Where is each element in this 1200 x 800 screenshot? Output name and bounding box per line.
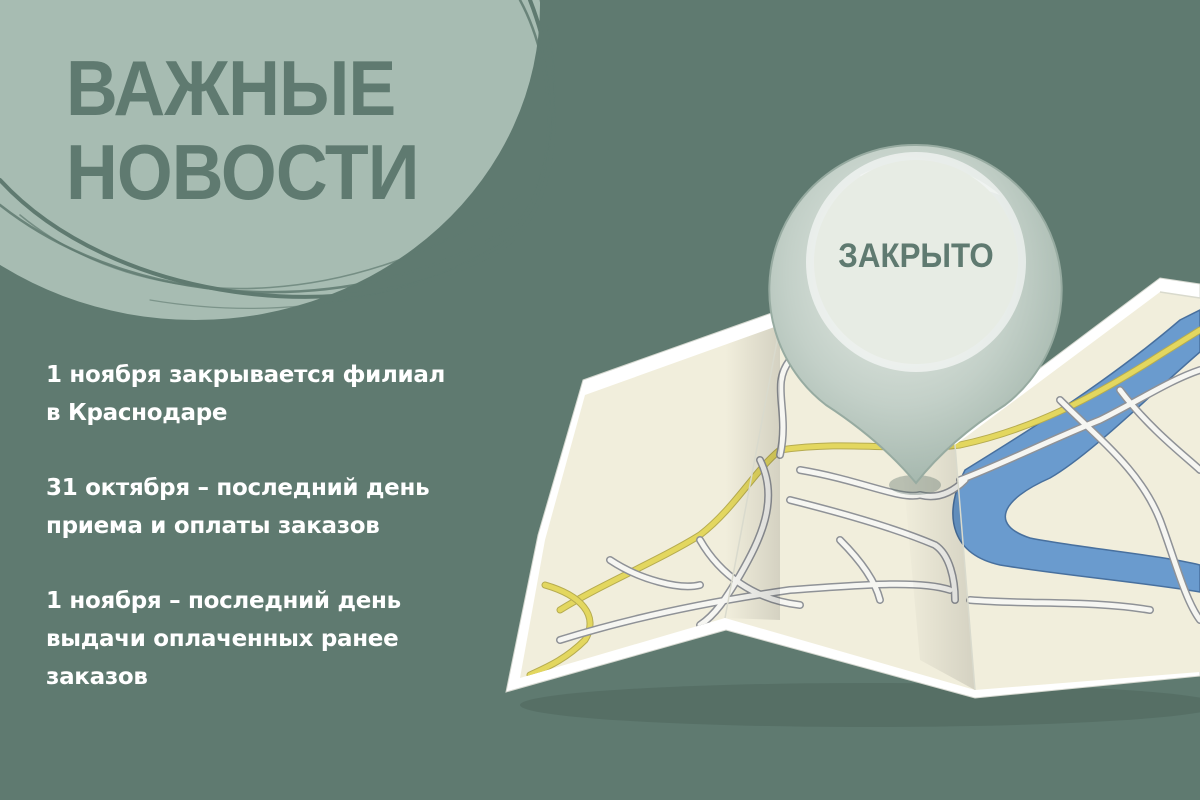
news-item-branch-closing: 1 ноября закрывается филиал в Краснодаре [46, 356, 506, 432]
news-item-text: 1 ноября – последний день [46, 588, 401, 614]
headline: ВАЖНЫЕ НОВОСТИ [66, 46, 419, 214]
headline-line-1: ВАЖНЫЕ [66, 44, 396, 132]
map-content [526, 308, 1200, 690]
headline-line-2: НОВОСТИ [66, 128, 419, 216]
map-river [952, 308, 1200, 593]
news-list: 1 ноября закрывается филиал в Краснодаре… [46, 356, 506, 733]
news-item-last-order-day: 31 октября – последний день приема и опл… [46, 469, 506, 545]
map-fold-lines [724, 291, 1200, 691]
map-pin-icon [768, 143, 1063, 495]
news-item-last-pickup-day: 1 ноября – последний день выдачи оплачен… [46, 582, 506, 696]
map-shadow [520, 683, 1200, 727]
news-item-text: заказов [46, 664, 148, 690]
map-fold-shade [900, 440, 975, 690]
pin-label: ЗАКРЫТО [838, 237, 994, 275]
news-item-text: выдачи оплаченных ранее [46, 626, 399, 652]
map-main-roads [526, 326, 1200, 679]
news-item-text: приема и оплаты заказов [46, 513, 380, 539]
news-item-text: 1 ноября закрывается филиал [46, 362, 446, 388]
news-item-text: 31 октября – последний день [46, 475, 430, 501]
news-item-text: в Краснодаре [46, 400, 228, 426]
